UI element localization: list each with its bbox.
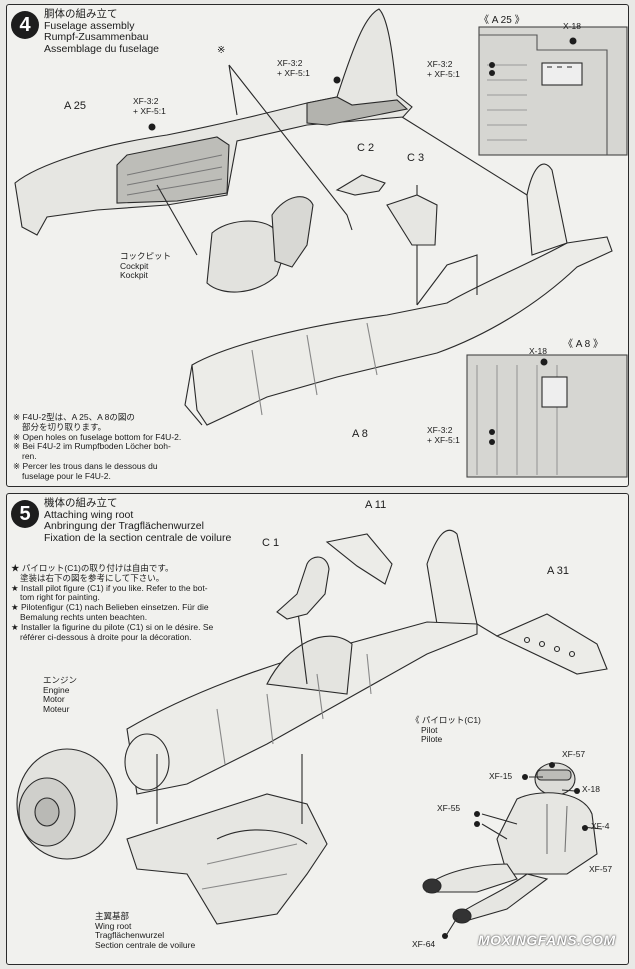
engine-label: エンジン Engine Motor Moteur (43, 675, 78, 714)
paint-xf57-helmet: XF-57 (562, 749, 586, 759)
site-watermark: MOXINGFANS.COM (478, 932, 616, 948)
pilot-painting-title: 《 パイロット(C1) Pilot Pilote (411, 715, 481, 744)
step-4-panel: 4 胴体の組み立て Fuselage assembly Rumpf-Zusamm… (6, 4, 629, 487)
title-fr: Assemblage du fuselage (44, 42, 159, 55)
part-label-a25: A 25 (64, 100, 87, 112)
inset-a8-title: 《 A 8 》 (563, 339, 604, 350)
paint-xf57-boots: XF-57 (589, 864, 613, 874)
part-label-a31: A 31 (547, 565, 570, 577)
title-de: Anbringung der Tragflächenwurzel (44, 520, 204, 532)
paint-xf15: XF-15 (489, 771, 513, 781)
title-de: Rumpf-Zusammenbau (44, 31, 149, 43)
step-number: 4 (11, 11, 39, 39)
title-en: Fuselage assembly (44, 19, 135, 32)
step-title: 機体の組み立て Attaching wing root Anbringung d… (44, 497, 232, 544)
paint-x18: X-18 (582, 784, 600, 794)
wing-root-label: 主翼基部 Wing root Tragflächenwurzel Section… (95, 911, 196, 950)
paint-xf4: XF-4 (591, 821, 610, 831)
inset-a8-x18: X-18 (529, 346, 547, 356)
paint-tail: XF-3:2 + XF-5:1 (277, 58, 310, 78)
part-label-c1: C 1 (262, 537, 280, 549)
paint-xf55: XF-55 (437, 803, 461, 813)
part-label-a8: A 8 (352, 428, 368, 440)
title-en: Attaching wing root (44, 508, 134, 521)
step-5-panel: 5 機体の組み立て Attaching wing root Anbringung… (6, 493, 629, 965)
inset-a25-title: 《 A 25 》 (479, 15, 525, 26)
cockpit-label: コックピット Cockpit Kockpit (120, 251, 172, 280)
fuselage-assembly-drawing (14, 8, 628, 478)
part-label-a11: A 11 (365, 499, 387, 511)
part-label-c2: C 2 (357, 142, 375, 154)
inset-a8-paint: XF-3:2 + XF-5:1 (427, 425, 460, 445)
part-label-c3: C 3 (407, 152, 425, 164)
asterisk-mark: ※ (217, 45, 226, 56)
wing-root-drawing (16, 529, 608, 939)
title-ja: 胴体の組み立て (44, 8, 118, 20)
inset-a25-paint: XF-3:2 + XF-5:1 (427, 59, 460, 79)
f4u2-note: ※ F4U-2型は、A 25、A 8の図の 部分を切り取ります。 ※ Open … (13, 412, 182, 481)
title-ja: 機体の組み立て (44, 497, 118, 509)
inset-a25-x18: X-18 (563, 21, 581, 31)
step-title: 胴体の組み立て Fuselage assembly Rumpf-Zusammen… (44, 8, 159, 55)
paint-xf64: XF-64 (412, 939, 436, 949)
title-fr: Fixation de la section centrale de voilu… (44, 531, 232, 544)
pilot-note: ★ パイロット(C1)の取り付けは自由です。 塗装は右下の図を参考にして下さい。… (11, 563, 214, 642)
paint-cockpit: XF-3:2 + XF-5:1 (133, 96, 166, 116)
step-number: 5 (11, 500, 39, 528)
